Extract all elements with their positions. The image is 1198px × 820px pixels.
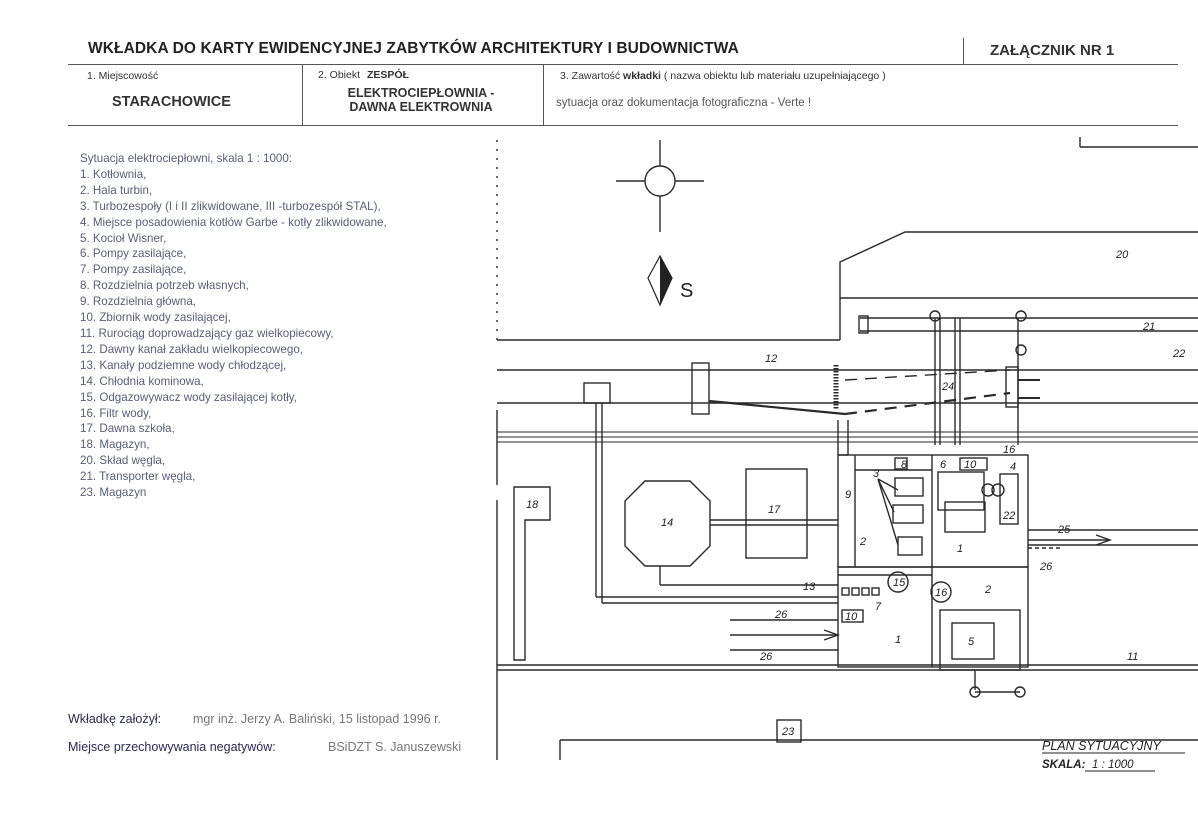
legend-heading: Sytuacja elektrociepłowni, skala 1 : 100…: [80, 152, 293, 165]
north-arrow-circle: [644, 165, 676, 197]
legend-item: 20. Skład węgla,: [80, 454, 166, 468]
object-label: 2. Obiekt ZESPÓŁ: [318, 69, 409, 81]
locality-label: 1. Miejscowość: [87, 70, 159, 82]
plan-label-7: 7: [875, 601, 882, 613]
plan-label-18: 18: [526, 499, 539, 511]
plan-label-11: 11: [1127, 651, 1138, 663]
plan-label-2: 2: [859, 536, 866, 548]
storage-value: BSiDZT S. Januszewski: [328, 740, 462, 754]
legend-item: 14. Chłodnia kominowa,: [80, 374, 204, 388]
plan-label-25: 25: [1057, 524, 1071, 536]
legend-item: 2. Hala turbin,: [80, 183, 153, 197]
legend-item: 5. Kocioł Wisner,: [80, 231, 167, 245]
document-title: WKŁADKA DO KARTY EWIDENCYJNEJ ZABYTKÓW A…: [88, 40, 739, 57]
plan-label-21: 21: [1142, 321, 1155, 333]
object-label-prefix: 2. Obiekt: [318, 69, 361, 81]
plan-label-26a: 26: [1039, 561, 1053, 573]
author-label: Wkładkę założył:: [68, 712, 162, 726]
content-value: sytuacja oraz dokumentacja fotograficzna…: [556, 97, 812, 109]
north-arrow-label: S: [680, 280, 693, 302]
legend-item: 23. Magazyn: [80, 486, 147, 500]
field-divider-2: [543, 64, 545, 126]
annex-number: ZAŁĄCZNIK NR 1: [990, 42, 1115, 59]
plan-caption-title: PLAN SYTUACYJNY: [1042, 739, 1162, 753]
legend-item: 7. Pompy zasilające,: [80, 263, 187, 277]
locality-value: STARACHOWICE: [112, 94, 231, 110]
plan-label-16a: 16: [1003, 444, 1016, 456]
fields-rule: [68, 125, 1178, 127]
legend-item: 11. Rurociąg doprowadzający gaz wielkopi…: [80, 326, 334, 340]
legend-item: 13. Kanały podziemne wody chłodzącej,: [80, 358, 287, 372]
plan-label-10b: 10: [964, 459, 977, 471]
plan-label-22b: 22: [1172, 348, 1185, 360]
plan-label-23: 23: [781, 726, 795, 738]
legend-item: 16. Filtr wody,: [80, 406, 152, 420]
plan-caption-scale-value: 1 : 1000: [1092, 759, 1134, 771]
legend-list: Sytuacja elektrociepłowni, skala 1 : 100…: [80, 151, 387, 501]
plan-label-12: 12: [765, 353, 777, 365]
object-value: ELEKTROCIEPŁOWNIA - DAWNA ELEKTROWNIA: [318, 86, 524, 114]
legend-item: 3. Turbozespoły (I i II zlikwidowane, II…: [80, 199, 381, 213]
legend-item: 10. Zbiornik wody zasilającej,: [80, 311, 231, 325]
header-rule: [68, 64, 1178, 66]
content-label-prefix: 3. Zawartość: [560, 70, 621, 82]
plan-label-2b: 2: [984, 584, 991, 596]
plan-label-10: 10: [845, 611, 858, 623]
plan-label-16b: 16: [935, 587, 948, 599]
plan-label-1b: 1: [895, 634, 901, 646]
plan-label-4: 4: [1010, 461, 1016, 473]
plan-label-17: 17: [768, 504, 781, 516]
content-label: 3. Zawartość wkładki ( nazwa obiektu lub…: [560, 70, 886, 82]
legend-item: 18. Magazyn,: [80, 438, 150, 452]
legend-item: 12. Dawny kanał zakładu wielkopiecowego,: [80, 342, 303, 356]
plan-label-13: 13: [803, 581, 816, 593]
plan-label-15: 15: [893, 577, 906, 589]
object-label-main: ZESPÓŁ: [366, 69, 409, 81]
storage-label: Miejsce przechowywania negatywów:: [68, 740, 276, 754]
plan-label-22: 22: [1002, 510, 1015, 522]
plan-label-14: 14: [661, 517, 673, 529]
legend-item: 21. Transporter węgla,: [80, 470, 196, 484]
plan-label-6: 6: [940, 459, 947, 471]
legend-item: 17. Dawna szkoła,: [80, 422, 175, 436]
plan-label-9: 9: [845, 489, 851, 501]
north-arrow-head: [647, 254, 673, 307]
header-divider: [963, 38, 965, 64]
field-divider-1: [302, 64, 304, 126]
content-label-bold: wkładki: [623, 70, 661, 82]
plan-label-5: 5: [968, 636, 975, 648]
legend-item: 8. Rozdzielnia potrzeb własnych,: [80, 279, 249, 293]
legend-item: 1. Kotłownia,: [80, 167, 147, 181]
author-value: mgr inż. Jerzy A. Baliński, 15 listopad …: [193, 712, 442, 726]
plan-label-26b: 26: [774, 609, 788, 621]
legend-item: 6. Pompy zasilające,: [80, 247, 187, 261]
content-label-rest: ( nazwa obiektu lub materiału uzupełniaj…: [663, 70, 886, 82]
plan-label-20: 20: [1115, 249, 1129, 261]
pipeline-valve: [691, 362, 710, 415]
plan-label-8: 8: [901, 459, 908, 471]
object-value-line1: ELEKTROCIEPŁOWNIA -: [347, 86, 495, 100]
plan-label-24: 24: [941, 381, 954, 393]
legend-item: 9. Rozdzielnia główna,: [80, 295, 197, 309]
plan-label-26c: 26: [759, 651, 773, 663]
plan-label-3: 3: [873, 468, 880, 480]
legend-item: 15. Odgazowywacz wody zasilającej kotły,: [80, 390, 297, 404]
plan-caption-scale-label: SKALA:: [1042, 759, 1086, 771]
plan-label-1a: 1: [957, 543, 963, 555]
object-value-line2: DAWNA ELEKTROWNIA: [349, 100, 493, 114]
legend-item: 4. Miejsce posadowienia kotłów Garbe - k…: [80, 215, 387, 229]
